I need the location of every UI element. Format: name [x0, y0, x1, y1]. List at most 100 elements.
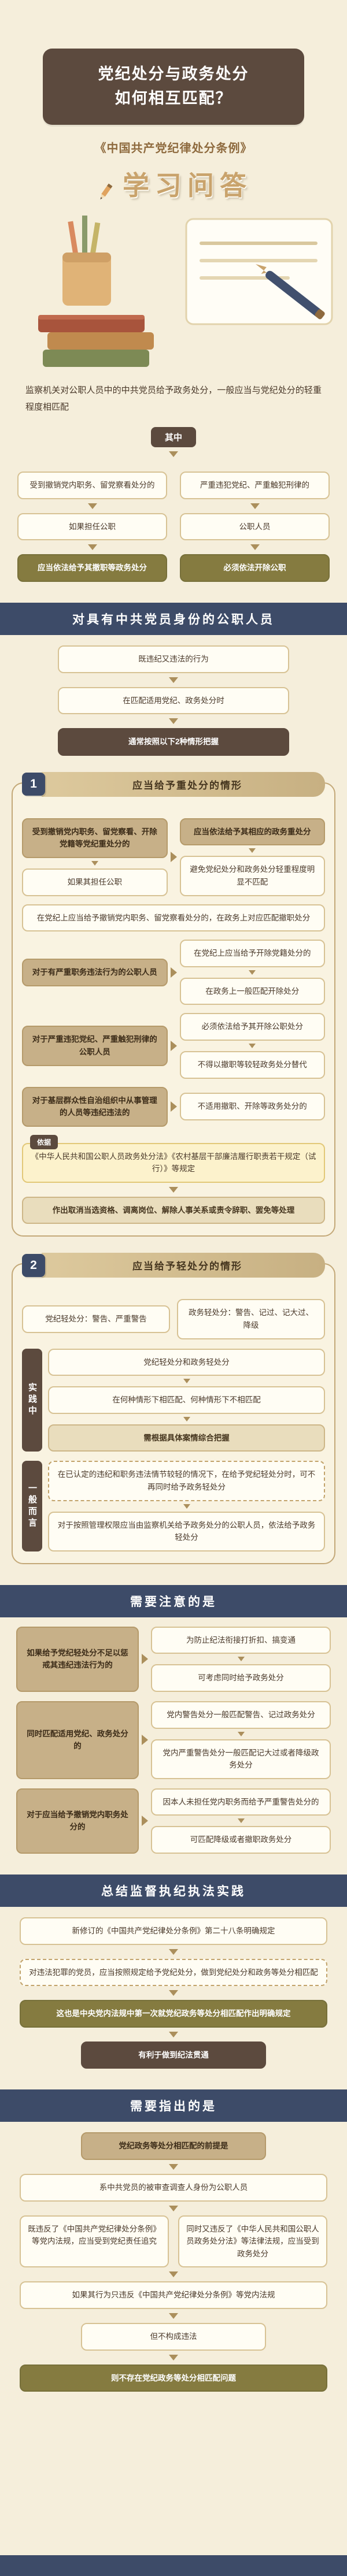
- note-right: 党内警告处分一般匹配警告、记过政务处分 党内严重警告处分一般匹配记大过或者降级政…: [151, 1701, 331, 1779]
- match-left: 对于严重违犯党纪、严重触犯刑律的公职人员: [22, 1013, 168, 1078]
- condition-box: 对于应当给予撤销党内职务处分的: [16, 1788, 139, 1854]
- rule-step: 在匹配适用党纪、政务处分时: [58, 686, 289, 715]
- arrow-right-icon: [170, 852, 177, 863]
- section-header-point: 需要指出的是: [0, 2089, 347, 2122]
- condition-box: 同时又违反了《中华人民共和国公职人员政务处分法》等法律法规，应当受到政务处分: [178, 2215, 327, 2268]
- summary-lead-box: 新修订的《中国共产党纪律处分条例》第二十八条明确规定: [20, 1917, 327, 1945]
- chevron-down-icon: [87, 503, 97, 509]
- legal-basis: 依据 《中华人民共和国公职人员政务处分法》《农村基层干部廉洁履行职责若干规定（试…: [22, 1134, 325, 1183]
- flow-left: 受到撤销党内职务、留党察看处分的 如果担任公职 应当依法给予其撤职等政务处分: [17, 472, 167, 582]
- chevron-down-icon: [169, 2271, 178, 2278]
- conclusion-box: 应当依法给予其相应的政务重处分: [179, 818, 325, 846]
- chevron-down-icon: [169, 2031, 178, 2037]
- arrow-right-icon: [170, 1040, 177, 1051]
- condition-pair-row: 既违反了《中国共产党纪律处分条例》等党内法规，应当受到党纪责任追究 同时又违反了…: [20, 2215, 327, 2268]
- general-tag: 一般而言: [22, 1461, 42, 1551]
- chevron-down-icon: [169, 2163, 178, 2170]
- match-left: 对于基层群众性自治组织中从事管理的人员等违纪违法的: [22, 1086, 168, 1127]
- note-row: 同时匹配适用党纪、政务处分的 党内警告处分一般匹配警告、记过政务处分 党内严重警…: [16, 1701, 331, 1779]
- case-title: 应当给予轻处分的情形: [42, 1253, 325, 1278]
- condition-sub-box: 如果其担任公职: [22, 868, 168, 896]
- chevron-down-icon: [249, 848, 256, 853]
- regulation-quote-box: 对违法犯罪的党员，应当按照规定给予党纪处分，做到党纪处分和政务等处分相匹配: [20, 1958, 327, 1987]
- title-line-2: 如何相互匹配？: [115, 89, 232, 107]
- case-number-badge: 1: [22, 773, 45, 796]
- condition-box: 对于严重违犯党纪、严重触犯刑律的公职人员: [22, 1026, 168, 1066]
- chevron-down-icon: [237, 1818, 245, 1824]
- condition-box: 严重违犯党纪、严重触犯刑律的: [180, 472, 330, 499]
- case-heavy-section: 1 应当给予重处分的情形 受到撤销党内职务、留党察看、开除党籍等党纪重处分的 如…: [12, 771, 335, 1237]
- general-group: 一般而言 在已认定的违纪和职务违法情节较轻的情况下，在给予党纪轻处分时，可不再同…: [22, 1461, 325, 1551]
- chevron-down-icon: [249, 1043, 256, 1048]
- note-right: 因本人未担任党内职务而给予严重警告处分的 可匹配降级或者撤职政务处分: [151, 1788, 331, 1854]
- conclusion-box: 为防止纪法衔接打折扣、搞变通: [151, 1626, 331, 1654]
- case-heavy-titlebar: 1 应当给予重处分的情形: [22, 771, 325, 797]
- point-body: 党纪政务等处分相匹配的前提是 系中共党员的被审查调查人身份为公职人员 既违反了《…: [0, 2132, 347, 2392]
- conclusion-box: 党内严重警告处分一般匹配记大过或者降级政务处分: [151, 1739, 331, 1779]
- condition-box: 公职人员: [180, 513, 330, 541]
- match-note-box: 在党纪上应当给予撤销党内职务、留党察看处分的，在政务上对应匹配撤职处分: [22, 904, 325, 932]
- party-light-box: 党纪轻处分：警告、严重警告: [22, 1305, 170, 1333]
- series-badge: 学习问答: [123, 170, 252, 201]
- case-light-titlebar: 2 应当给予轻处分的情形: [22, 1253, 325, 1278]
- match-row: 对于严重违犯党纪、严重触犯刑律的公职人员 必须依法给予其开除公职处分 不得以撤职…: [22, 1013, 325, 1079]
- practice-tag: 实践中: [22, 1348, 42, 1452]
- regulation-title: 《中国共产党纪律处分条例》: [94, 142, 253, 155]
- practice-conclusion-box: 需根据具体案情综合把握: [48, 1424, 325, 1452]
- arrow-right-icon: [142, 1735, 148, 1746]
- summary-note-box: 这也是中央党内法规中第一次就党纪政务等处分相匹配作出明确规定: [20, 2000, 327, 2028]
- match-row: 受到撤销党内职务、留党察看、开除党籍等党纪重处分的 如果其担任公职 应当依法给予…: [22, 818, 325, 896]
- conclusion-box: 必须依法给予其开除公职处分: [179, 1013, 325, 1041]
- gov-light-col: 政务轻处分：警告、记过、记大过、降级: [177, 1299, 325, 1339]
- rule-step: 既违纪又违法的行为: [58, 645, 289, 673]
- chevron-down-icon: [169, 677, 178, 683]
- gov-light-box: 政务轻处分：警告、记过、记大过、降级: [177, 1299, 325, 1339]
- stationery-illustration: [38, 215, 333, 367]
- case-light-section: 2 应当给予轻处分的情形 党纪轻处分：警告、严重警告 政务轻处分：警告、记过、记…: [12, 1253, 335, 1564]
- rule-steps: 既违纪又违法的行为 在匹配适用党纪、政务处分时 通常按照以下2种情形把握: [0, 645, 347, 756]
- handling-result-box: 作出取消当选资格、调离岗位、解除人事关系或责令辞职、罢免等处理: [22, 1196, 325, 1224]
- conclusion-sub-box: 避免党纪处分和政务处分轻重程度明显不匹配: [179, 856, 325, 896]
- chevron-down-icon: [169, 1948, 178, 1955]
- chevron-down-icon: [250, 503, 260, 509]
- conclusion-box: 不适用撤职、开除等政务处分的: [179, 1093, 325, 1120]
- poster-header: 党纪处分与政务处分 如何相互匹配？ 《中国共产党纪律处分条例》 学习问答: [0, 0, 347, 372]
- conclusion-box: 在政务上一般匹配开除处分: [179, 977, 325, 1005]
- chevron-down-icon: [169, 1186, 178, 1193]
- match-row: 对于有严重职务违法行为的公职人员 在党纪上应当给予开除党籍处分的 在政务上一般匹…: [22, 940, 325, 1005]
- fountain-pen-icon: [255, 263, 325, 320]
- case-title: 应当给予重处分的情形: [42, 771, 325, 797]
- practice-group: 实践中 党纪轻处分和政务轻处分 在何种情形下相匹配、何种情形下不相匹配 需根据具…: [22, 1348, 325, 1452]
- match-right: 不适用撤职、开除等政务处分的: [179, 1087, 325, 1127]
- chevron-down-icon: [169, 2205, 178, 2211]
- conclusion-box: 因本人未担任党内职务而给予严重警告处分的: [151, 1788, 331, 1816]
- conclusion-box: 可匹配降级或者撤职政务处分: [151, 1826, 331, 1854]
- match-right: 应当依法给予其相应的政务重处分 避免党纪处分和政务处分轻重程度明显不匹配: [179, 818, 325, 896]
- final-conclusion-box: 则不存在党纪政务等处分相匹配问题: [20, 2364, 327, 2392]
- section-header-note: 需要注意的是: [0, 1584, 347, 1617]
- practice-box: 党纪轻处分和政务轻处分: [48, 1348, 325, 1376]
- summary-body: 新修订的《中国共产党纪律处分条例》第二十八条明确规定 对违法犯罪的党员，应当按照…: [0, 1917, 347, 2069]
- chevron-down-icon: [169, 451, 178, 458]
- general-box: 对于按照管理权限应当由监察机关给予政务处分的公职人员，依法给予政务轻处分: [48, 1511, 325, 1551]
- title-line-1: 党纪处分与政务处分: [98, 65, 249, 83]
- conclusion-box: 不得以撤职等较轻政务处分替代: [179, 1051, 325, 1079]
- premise-box: 系中共党员的被审查调查人身份为公职人员: [20, 2173, 327, 2202]
- match-right: 在党纪上应当给予开除党籍处分的 在政务上一般匹配开除处分: [179, 940, 325, 1005]
- poster-title: 党纪处分与政务处分 如何相互匹配？: [43, 49, 304, 125]
- result-box: 应当依法给予其撤职等政务处分: [17, 554, 167, 582]
- if-box: 但不构成违法: [81, 2322, 266, 2351]
- note-right: 为防止纪法衔接打折扣、搞变通 可考虑同时给予政务处分: [151, 1626, 331, 1692]
- note-row: 对于应当给予撤销党内职务处分的 因本人未担任党内职务而给予严重警告处分的 可匹配…: [16, 1788, 331, 1854]
- chevron-down-icon: [237, 1657, 245, 1662]
- condition-box: 如果担任公职: [17, 513, 167, 541]
- practice-content: 党纪轻处分和政务轻处分 在何种情形下相匹配、何种情形下不相匹配 需根据具体案情综…: [48, 1348, 325, 1452]
- chevron-down-icon: [183, 1416, 190, 1421]
- among-which-badge: 其中: [151, 427, 196, 448]
- flow-right: 严重违犯党纪、严重触犯刑律的 公职人员 必须依法开除公职: [180, 472, 330, 582]
- match-right: 必须依法给予其开除公职处分 不得以撤职等较轻政务处分替代: [179, 1013, 325, 1079]
- arrow-right-icon: [170, 1101, 177, 1112]
- premise-label-box: 党纪政务等处分相匹配的前提是: [81, 2132, 266, 2160]
- party-light-col: 党纪轻处分：警告、严重警告: [22, 1299, 170, 1339]
